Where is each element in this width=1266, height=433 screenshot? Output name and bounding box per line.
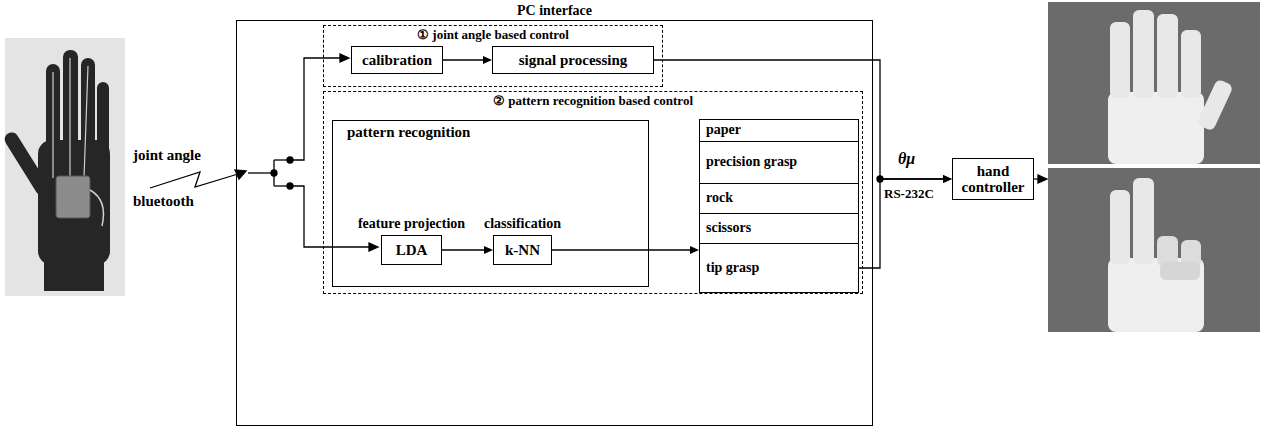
- lightning-symbol: [150, 172, 238, 188]
- bluetooth-module: [56, 176, 90, 218]
- connector: [859, 179, 944, 268]
- process-box: signal processing: [492, 46, 654, 74]
- sensor-wire: [90, 190, 104, 226]
- robot-hand-photo: [1048, 168, 1260, 332]
- process-box: feature projectionLDA: [381, 235, 442, 265]
- photo-ground: [1048, 2, 1260, 164]
- box-text: hand controller: [958, 163, 1028, 196]
- box-text: k-NN: [505, 242, 540, 259]
- glove-palm: [38, 140, 110, 265]
- hand-finger: [1133, 10, 1154, 98]
- arrowhead: [943, 175, 952, 183]
- arrowhead: [484, 246, 493, 254]
- connector: [443, 59, 484, 60]
- input-wire: [248, 172, 274, 173]
- box-text: signal processing: [519, 52, 628, 69]
- control-group: ② pattern recognition based control patte…: [323, 91, 863, 294]
- hand-finger: [1110, 190, 1130, 264]
- process-box: classificationk-NN: [493, 235, 552, 265]
- module-box: pattern recognitionfeature projectionLDA…: [332, 120, 649, 287]
- gesture-name: tip grasp: [700, 260, 759, 276]
- junction-dot: [287, 183, 293, 189]
- hand-palm: [1108, 258, 1204, 332]
- arrowhead: [943, 175, 952, 183]
- group-title: ② pattern recognition based control: [324, 93, 862, 109]
- controller-box: hand controller: [952, 158, 1034, 200]
- sensor-wire: [84, 66, 88, 178]
- arrowhead: [340, 54, 349, 62]
- junction-dot: [287, 157, 293, 163]
- gesture-row: rock: [699, 183, 859, 214]
- hand-finger: [1157, 236, 1178, 266]
- module-title: pattern recognition: [333, 121, 648, 141]
- hand-finger: [1110, 22, 1130, 98]
- signal-name: θμ: [898, 150, 915, 168]
- sensor-wire: [69, 58, 70, 178]
- hand-palm: [1108, 92, 1204, 164]
- arrowhead: [369, 243, 378, 251]
- hand-finger: [1157, 14, 1178, 98]
- arrowhead: [483, 56, 492, 64]
- gesture-name: rock: [700, 190, 733, 206]
- arrowhead: [1038, 175, 1047, 183]
- hand-thumb: [1160, 262, 1200, 280]
- input-wire: [290, 58, 342, 160]
- junction-dot: [271, 170, 277, 176]
- box-text: calibration: [362, 52, 432, 69]
- stage-heading: feature projection: [358, 216, 465, 232]
- gesture-row: precision grasp: [699, 141, 859, 184]
- hand-finger: [1181, 30, 1201, 98]
- group-title: ① joint angle based control: [324, 27, 662, 43]
- link-name: bluetooth: [133, 193, 194, 210]
- box-text: LDA: [396, 242, 428, 259]
- gesture-row: tip grasp: [699, 243, 859, 293]
- gesture-name: scissors: [700, 220, 751, 236]
- control-group: ① joint angle based control calibration si…: [323, 25, 663, 87]
- glove-cuff: [44, 255, 104, 291]
- connector: [552, 249, 691, 250]
- gesture-name: paper: [700, 122, 741, 138]
- wireless-link: [150, 54, 1047, 251]
- photo-ground: [1048, 168, 1260, 332]
- hand-finger: [1133, 178, 1154, 264]
- sensor-wire: [52, 72, 53, 178]
- connector: [442, 249, 485, 250]
- stage-heading: classification: [484, 216, 561, 232]
- signal-name: joint angle: [133, 147, 201, 164]
- arrowhead: [690, 246, 699, 254]
- gesture-row: paper: [699, 119, 859, 142]
- port-name: RS-232C: [884, 186, 934, 202]
- process-box: calibration: [351, 46, 443, 74]
- gesture-row: scissors: [699, 213, 859, 244]
- gesture-name: precision grasp: [700, 154, 797, 170]
- hand-thumb: [1196, 79, 1233, 132]
- system-frame: PC interface① joint angle based controlc…: [236, 20, 873, 426]
- frame-title: PC interface: [237, 3, 872, 21]
- glove-photo: [2, 38, 125, 296]
- robot-hand-photo: [1048, 2, 1260, 164]
